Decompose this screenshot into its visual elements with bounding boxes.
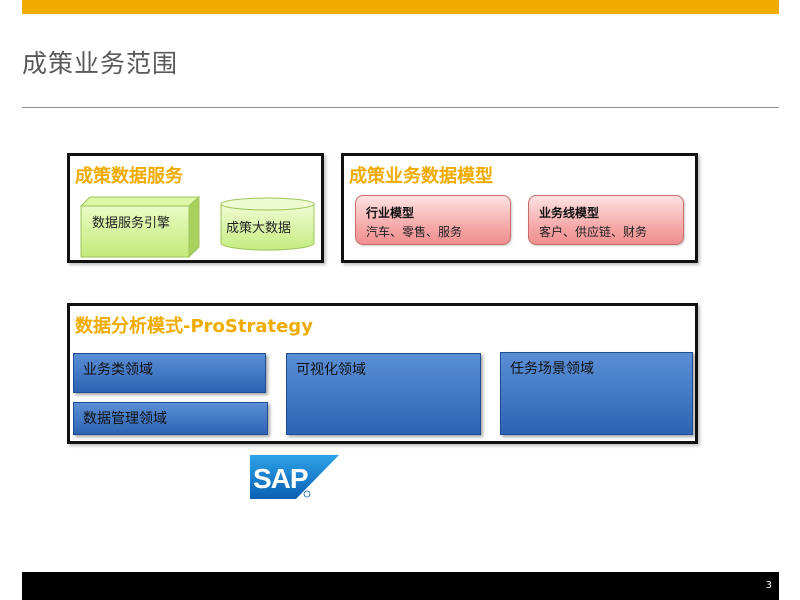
data-models-panel: 成策业务数据模型 行业模型 汽车、零售、服务 业务线模型 客户、供应链、财务 xyxy=(341,153,698,263)
visualization-tile: 可视化领域 xyxy=(286,353,481,435)
title-divider xyxy=(22,107,779,108)
analysis-mode-panel: 数据分析模式-ProStrategy 业务类领域 数据管理领域 可视化领域 任务… xyxy=(67,303,698,444)
business-line-model-items: 客户、供应链、财务 xyxy=(539,225,648,239)
cube-shape-icon xyxy=(80,196,200,258)
data-models-title: 成策业务数据模型 xyxy=(349,166,493,187)
industry-model-card: 行业模型 汽车、零售、服务 xyxy=(355,195,511,245)
page-number: 3 xyxy=(765,580,772,591)
top-accent-bar xyxy=(22,0,779,14)
task-scenario-tile: 任务场景领域 xyxy=(500,352,693,435)
big-data-label: 成策大数据 xyxy=(226,221,292,236)
analysis-mode-title: 数据分析模式-ProStrategy xyxy=(75,316,313,337)
sap-logo-icon: SAP xyxy=(250,455,339,499)
business-domain-tile: 业务类领域 xyxy=(73,353,266,393)
business-line-model-title: 业务线模型 xyxy=(539,206,600,220)
page-title: 成策业务范围 xyxy=(22,49,179,78)
industry-model-items: 汽车、零售、服务 xyxy=(366,225,463,239)
data-services-title: 成策数据服务 xyxy=(75,166,183,187)
service-engine-cube: 数据服务引擎 xyxy=(80,196,200,258)
business-line-model-card: 业务线模型 客户、供应链、财务 xyxy=(528,195,684,245)
service-engine-label: 数据服务引擎 xyxy=(92,216,171,231)
data-management-tile: 数据管理领域 xyxy=(73,402,268,435)
database-cylinder-icon xyxy=(220,197,315,251)
footer-bar: 3 xyxy=(22,572,779,600)
data-services-panel: 成策数据服务 数据服务引擎 成策大数据 xyxy=(67,153,324,263)
industry-model-title: 行业模型 xyxy=(366,206,415,220)
big-data-cylinder: 成策大数据 xyxy=(220,197,315,251)
sap-logo: SAP xyxy=(250,455,340,500)
svg-text:SAP: SAP xyxy=(253,463,308,494)
